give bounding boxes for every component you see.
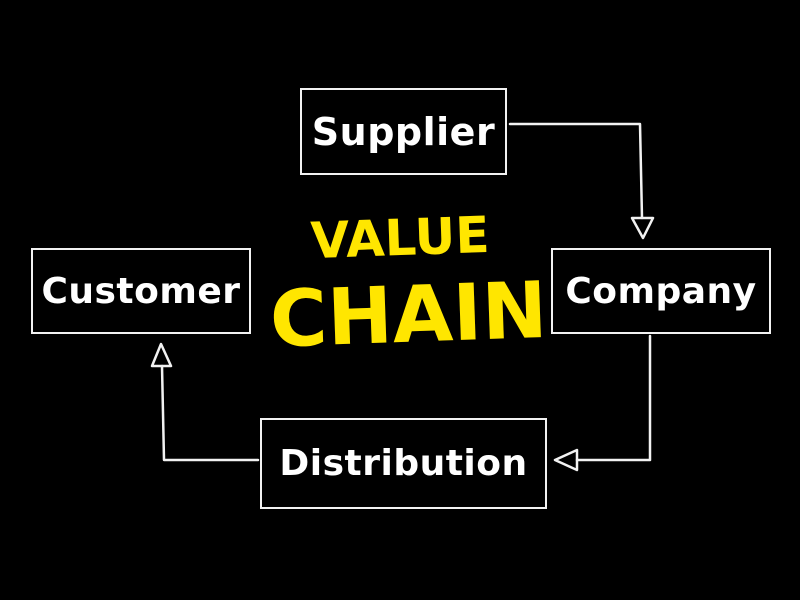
arrowhead-supplier-to-company xyxy=(630,216,655,240)
customer-label: Customer xyxy=(41,270,241,312)
customer-box: Customer xyxy=(31,248,251,334)
title-value: VALUE xyxy=(309,205,491,271)
distribution-box: Distribution xyxy=(260,418,547,509)
arrow-supplier-to-company xyxy=(508,122,644,220)
company-label: Company xyxy=(565,270,757,312)
arrowhead-distribution-to-customer xyxy=(150,342,173,368)
arrowhead-company-to-distribution xyxy=(553,448,579,472)
title-chain: CHAIN xyxy=(268,265,549,366)
supplier-label: Supplier xyxy=(311,109,496,154)
distribution-label: Distribution xyxy=(279,443,528,484)
company-box: Company xyxy=(551,248,771,334)
arrow-company-to-distribution xyxy=(575,334,652,462)
arrow-distribution-to-customer xyxy=(160,364,260,462)
supplier-box: Supplier xyxy=(300,88,507,175)
